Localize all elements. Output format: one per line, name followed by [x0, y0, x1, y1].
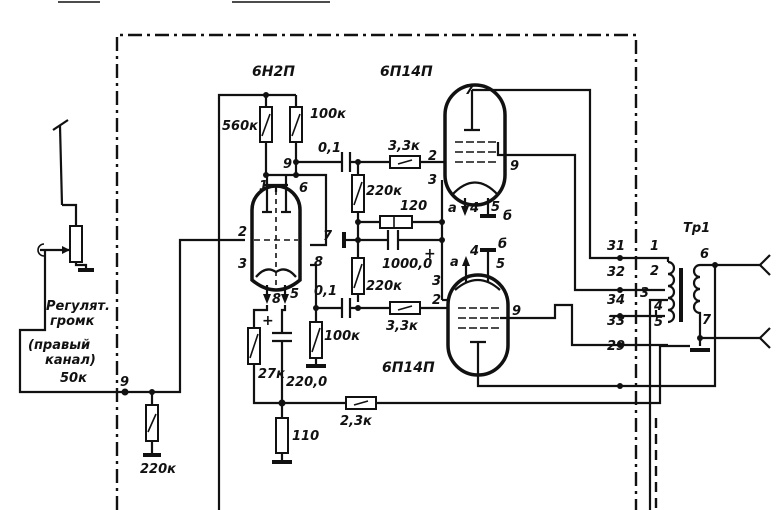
driver-pin-2: 2 [238, 225, 247, 240]
driver-pin-1: 1 [259, 179, 268, 194]
bottom-pin-9: 9 [512, 304, 521, 319]
connector-32: 32 [607, 265, 625, 280]
volume-control [18, 119, 245, 396]
resistor-grid-top-label: 3,3к [388, 139, 421, 154]
driver-pin-3: 3 [238, 257, 247, 272]
driver-tube-label: 6Н2П [252, 64, 295, 80]
resistor-feedback-label: 2,3к [340, 414, 373, 429]
connector-29: 29 [607, 339, 625, 354]
bottom-pin-3: 3 [432, 274, 441, 289]
transformer-pin-7: 7 [702, 313, 712, 328]
resistor-leak-bottom-label: 220к [366, 279, 403, 294]
transformer-pin-4: 4 [653, 299, 663, 314]
resistor-input [143, 392, 161, 457]
volume-label-2: громк [50, 314, 96, 329]
cap-top-label: 0,1 [318, 141, 341, 156]
top-pin-9: 9 [510, 159, 519, 174]
output-tube-top [443, 83, 615, 292]
transformer-pin-5: 5 [654, 315, 663, 330]
hv-rail [217, 93, 296, 510]
plate-resistors [259, 92, 328, 247]
bottom-coupling [306, 257, 448, 368]
input-node-label: 9 [120, 375, 129, 390]
resistor-100k-label: 100к [310, 107, 347, 122]
connector-nodes [610, 255, 717, 510]
chassis-boundary [115, 33, 638, 510]
top-pin-4: 4 [469, 201, 479, 216]
volume-label-1: Регулят. [46, 299, 110, 314]
resistor-input-label: 220к [140, 462, 177, 477]
resistor-cathode-label: 110 [292, 429, 319, 444]
cathode-circuit [247, 305, 690, 464]
volume-label-3: (правый [28, 338, 90, 353]
connector-31: 31 [607, 239, 625, 254]
output-tube-bottom [446, 248, 615, 388]
driver-pin-6b: 8 [272, 292, 281, 307]
bottom-pin-4: 4 [469, 244, 479, 259]
driver-pin-6: 6 [299, 181, 308, 196]
resistor-120-label: 120 [400, 199, 427, 214]
top-coupling [293, 152, 445, 302]
bottom-pin-a: а [450, 255, 459, 270]
resistor-27k-label: 27к [258, 367, 286, 382]
top-pin-a: а [448, 201, 457, 216]
transformer-pin-3: 3 [640, 286, 649, 301]
bottom-pin-2: 2 [432, 293, 441, 308]
driver-tube [250, 175, 302, 304]
connector-33: 33 [607, 314, 625, 329]
cap-1000-plus: + [424, 246, 436, 262]
volume-label-4: канал) [45, 353, 96, 368]
output-transformer [667, 254, 771, 352]
driver-pin-9: 9 [283, 157, 292, 172]
cap-1000-label: 1000,0 [382, 257, 432, 272]
cap-bottom-label: 0,1 [314, 284, 337, 299]
resistor-100k-bottom-label: 100к [324, 329, 361, 344]
driver-pin-7: 7 [323, 229, 333, 244]
connector-34: 34 [607, 293, 625, 308]
resistor-grid-bottom-label: 3,3к [386, 319, 419, 334]
top-pin-2: 2 [428, 149, 437, 164]
transformer-label: Тр1 [683, 221, 710, 236]
cap-220-label: 220,0 [286, 375, 327, 390]
driver-pin-5: 5 [290, 287, 299, 302]
top-pin-5: 5 [491, 200, 500, 215]
top-pin-b: б [503, 209, 512, 224]
top-pin-3: 3 [428, 173, 437, 188]
transformer-pin-1: 1 [650, 239, 659, 254]
cap-220-plus: + [262, 313, 274, 329]
resistor-560k-label: 560к [222, 119, 259, 134]
top-pin-7: 7 [465, 83, 475, 98]
transformer-pin-6: 6 [700, 247, 709, 262]
transformer-pin-2: 2 [650, 264, 659, 279]
output-tube-top-label: 6П14П [380, 64, 433, 80]
volume-value: 50к [60, 371, 88, 386]
driver-pin-8: 8 [314, 255, 323, 270]
resistor-leak-top-label: 220к [366, 184, 403, 199]
bottom-pin-5: 5 [496, 257, 505, 272]
bottom-pin-b: б [498, 237, 507, 252]
output-tube-bottom-label: 6П14П [382, 360, 435, 376]
